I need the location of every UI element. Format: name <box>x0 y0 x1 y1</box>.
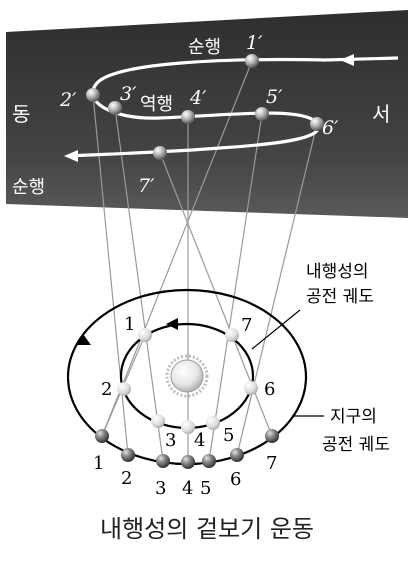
label-direct-bottom: 순행 <box>12 177 45 198</box>
earth-orbit-arrow <box>76 334 91 345</box>
inner-orbit-label-1: 내행성의 <box>306 262 369 282</box>
sky-pos-5 <box>255 107 269 121</box>
inner-num-5: 5 <box>223 425 234 446</box>
outer-num-4: 4 <box>182 478 193 499</box>
inner-orbit-arrow <box>166 318 178 330</box>
outer-num-2: 2 <box>121 468 132 489</box>
label-east: 동 <box>12 102 30 126</box>
inner-pos-2 <box>117 382 131 396</box>
sky-label-7: 7′ <box>138 175 155 197</box>
outer-num-1: 1 <box>93 453 104 474</box>
path-arrow-west <box>340 54 354 66</box>
outer-numbers: 1 2 3 4 5 6 7 <box>93 453 277 499</box>
earth-pos-4 <box>181 455 195 469</box>
earth-orbit-label-2: 공전 궤도 <box>322 435 390 455</box>
inner-pos-6 <box>244 381 258 395</box>
inner-orbit-label-2: 공전 궤도 <box>306 287 374 307</box>
inner-num-1: 1 <box>124 314 135 335</box>
inner-num-7: 7 <box>241 315 252 336</box>
path-arrow-east <box>64 150 78 162</box>
sight-line-3 <box>114 107 164 462</box>
sky-pos-6 <box>310 117 324 131</box>
sky-pos-2 <box>86 88 100 102</box>
apparent-path <box>67 56 399 158</box>
inner-pos-4 <box>181 420 195 434</box>
earth-pos-6 <box>230 448 244 462</box>
sky-label-1: 1′ <box>246 32 263 54</box>
inner-pos-7 <box>225 328 239 342</box>
sky-pos-3 <box>108 101 122 115</box>
label-west: 서 <box>372 102 390 126</box>
inner-num-4: 4 <box>194 430 205 451</box>
label-retrograde: 역행 <box>140 94 173 115</box>
outer-num-5: 5 <box>200 478 211 499</box>
outer-num-7: 7 <box>266 453 277 474</box>
inner-planet-positions <box>117 328 258 434</box>
inner-pos-1 <box>138 328 152 342</box>
sky-pos-4 <box>181 110 195 124</box>
inner-num-6: 6 <box>264 379 275 400</box>
earth-pos-7 <box>265 429 279 443</box>
earth-pos-3 <box>156 454 170 468</box>
sky-label-6: 6′ <box>322 117 339 139</box>
sight-line-6 <box>236 123 318 456</box>
sun <box>165 354 209 398</box>
earth-pos-5 <box>202 454 216 468</box>
inner-numbers: 1 2 3 4 5 6 7 <box>101 314 275 451</box>
earth-orbit-label-1: 지구의 <box>330 407 377 427</box>
sky-position-labels: 1′ 2′ 3′ 4′ 5′ 6′ 7′ <box>59 32 339 197</box>
outer-num-6: 6 <box>230 469 241 490</box>
sky-positions <box>86 54 324 160</box>
caption: 내행성의 겉보기 운동 <box>100 515 314 543</box>
inner-num-2: 2 <box>101 379 112 400</box>
sky-label-2: 2′ <box>59 89 77 111</box>
earth-positions <box>95 429 279 469</box>
sky-pos-1 <box>245 54 259 68</box>
earth-pos-2 <box>121 448 135 462</box>
sky-label-5: 5′ <box>266 86 283 108</box>
outer-num-3: 3 <box>155 478 166 499</box>
inner-pos-3 <box>151 414 165 428</box>
sky-label-3: 3′ <box>120 83 137 105</box>
inner-pos-5 <box>206 416 220 430</box>
sky-pos-7 <box>153 146 167 160</box>
sky-label-4: 4′ <box>189 87 207 109</box>
inner-orbit-leader <box>251 309 301 350</box>
label-direct-top: 순행 <box>188 37 221 58</box>
inner-num-3: 3 <box>165 430 176 451</box>
sight-line-1 <box>101 60 253 437</box>
earth-pos-1 <box>95 429 109 443</box>
sight-line-5 <box>208 113 263 462</box>
